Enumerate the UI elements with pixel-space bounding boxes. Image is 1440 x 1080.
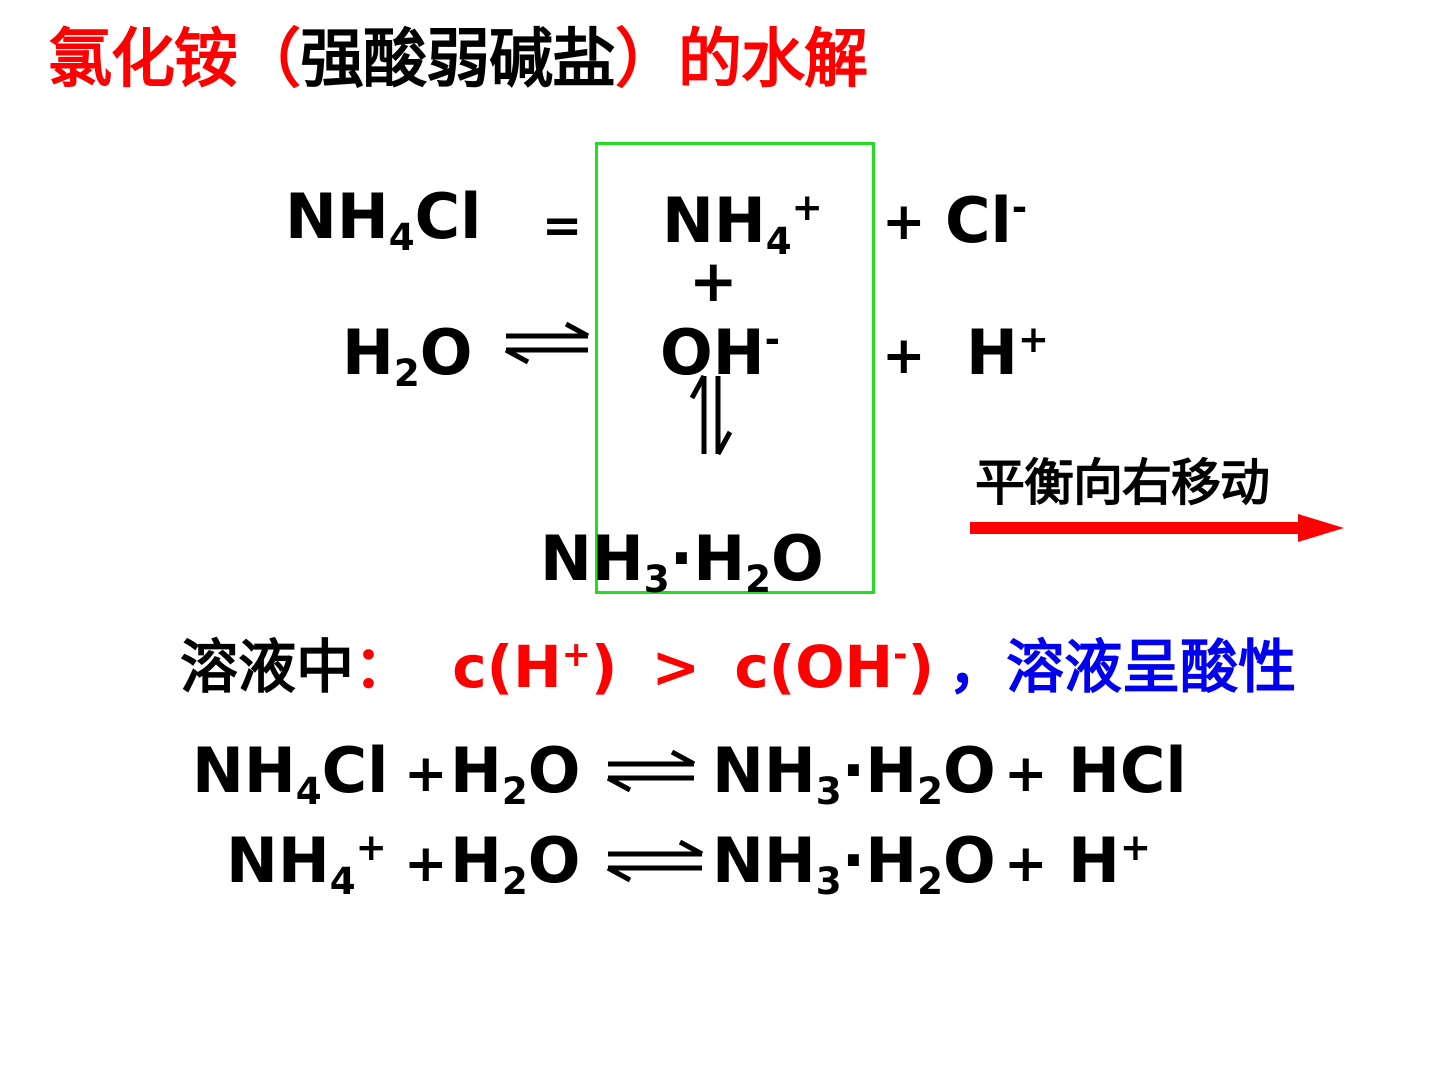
highlight-box <box>595 142 875 594</box>
shift-label: 平衡向右移动 <box>975 454 1270 512</box>
eq2-h2o: H2O <box>342 316 473 395</box>
equilibrium-arrow-icon <box>504 321 590 365</box>
eq1-cl-ion: Cl- <box>945 184 1028 257</box>
eq3-h2o: H2O <box>450 734 581 813</box>
title-part-3: ）的水解 <box>615 23 868 97</box>
concentration-oh: c(OH-) <box>734 633 935 701</box>
eq4-plus-1: + <box>404 834 448 894</box>
solution-statement: 溶液中： c(H+) > c(OH-)，溶液呈酸性 <box>180 638 1296 696</box>
eq3-equilibrium-arrow-icon <box>606 749 696 793</box>
solution-colon: ： <box>354 633 413 701</box>
eq1-nh4-ion: NH4+ <box>662 184 823 263</box>
solution-prefix: 溶液中 <box>180 633 355 701</box>
eq1-plus: + <box>882 192 926 252</box>
eq3-plus-1: + <box>404 744 448 804</box>
slide-title: 氯化铵（强酸弱碱盐）的水解 <box>48 28 868 92</box>
eq4-nh3-h2o: NH3·H2O <box>712 824 996 903</box>
eq4-h-ion: H+ <box>1068 824 1152 897</box>
eq4-nh4-ion: NH4+ <box>226 824 387 903</box>
eq3-plus-2: + <box>1004 744 1048 804</box>
eq3-hcl: HCl <box>1068 734 1187 807</box>
concentration-h: c(H+) <box>452 633 618 701</box>
eq1-equals: = <box>542 198 583 254</box>
greater-than: > <box>651 633 701 701</box>
eq3-nh3-h2o: NH3·H2O <box>712 734 996 813</box>
title-part-2: 强酸弱碱盐 <box>300 23 616 97</box>
eq2-h-ion: H+ <box>966 316 1050 389</box>
eq2-plus: + <box>882 326 926 386</box>
eq2-oh-ion: OH- <box>660 316 781 389</box>
combine-plus: + <box>689 247 738 315</box>
title-part-1: 氯化铵（ <box>48 23 301 97</box>
eq4-equilibrium-arrow-icon <box>606 839 704 883</box>
product-nh3-h2o: NH3·H2O <box>540 522 824 601</box>
solution-conclusion: 溶液呈酸性 <box>1006 633 1297 701</box>
vertical-equilibrium-arrow-icon <box>689 374 733 456</box>
eq4-plus-2: + <box>1004 834 1048 894</box>
eq3-nh4cl: NH4Cl <box>192 734 389 813</box>
shift-right-arrow-icon <box>970 514 1344 542</box>
eq1-nh4cl: NH4Cl <box>285 180 482 259</box>
eq4-h2o: H2O <box>450 824 581 903</box>
solution-comma: ， <box>948 633 1007 701</box>
